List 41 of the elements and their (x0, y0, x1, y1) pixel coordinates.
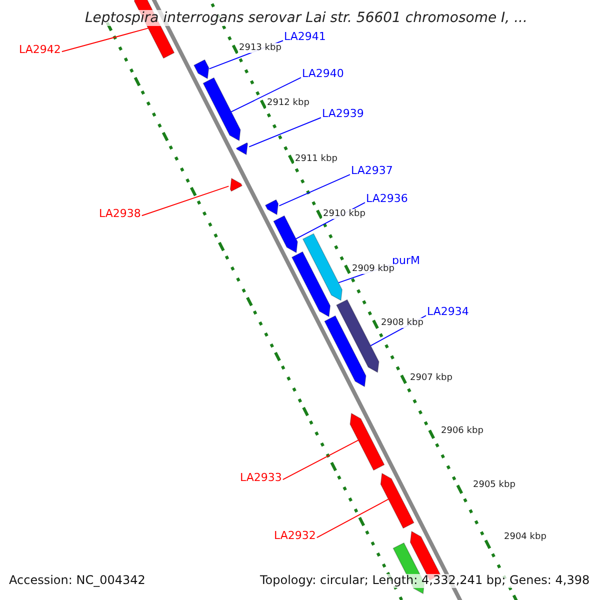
footer-text: Topology: circular; Length: 4,332,241 bp; Genes: 4,398 (258, 574, 592, 588)
gene-block (291, 251, 331, 318)
footer-text: Accession: NC_004342 (7, 574, 148, 588)
scale-label: 2904 kbp (503, 532, 548, 542)
gene-block (202, 77, 241, 142)
gene-block (193, 59, 210, 80)
scale-label: 2907 kbp (409, 373, 454, 384)
gene-block (324, 315, 366, 388)
leader-line (141, 186, 230, 216)
leader-line (230, 77, 302, 112)
leader-line (316, 498, 389, 538)
scale-label: 2906 kbp (440, 426, 484, 436)
gene-block (264, 199, 279, 216)
leader-line (248, 117, 322, 148)
gene-block (273, 215, 298, 254)
gene-label: LA2942 (19, 44, 61, 57)
gene-label: LA2937 (351, 165, 393, 178)
gene-label: LA2941 (284, 31, 326, 44)
scale-label: 2912 kbp (266, 98, 310, 108)
gene-label: LA2936 (366, 193, 408, 206)
leader-line (61, 28, 149, 52)
scale-label: 2911 kbp (294, 154, 338, 164)
gene-block (336, 299, 380, 374)
gene-block (350, 412, 385, 471)
gene-block (302, 233, 343, 302)
leader-line (282, 440, 359, 480)
leader-line (278, 174, 350, 206)
gene-label: LA2932 (274, 530, 316, 543)
gene-block (380, 472, 414, 529)
gene-label: LA2934 (427, 306, 469, 319)
scale-label: 2905 kbp (472, 480, 516, 490)
gene-label: LA2939 (322, 108, 364, 121)
gene-block (230, 178, 243, 192)
gene-label: LA2933 (240, 472, 282, 485)
scale-label: 2910 kbp (322, 209, 366, 220)
gene-label: LA2940 (302, 68, 344, 81)
scale-label: 2913 kbp (238, 43, 282, 54)
gene-block (236, 142, 248, 156)
scale-label: 2908 kbp (380, 318, 424, 328)
gene-label: LA2938 (99, 208, 141, 221)
scale-label: 2909 kbp (351, 264, 396, 274)
